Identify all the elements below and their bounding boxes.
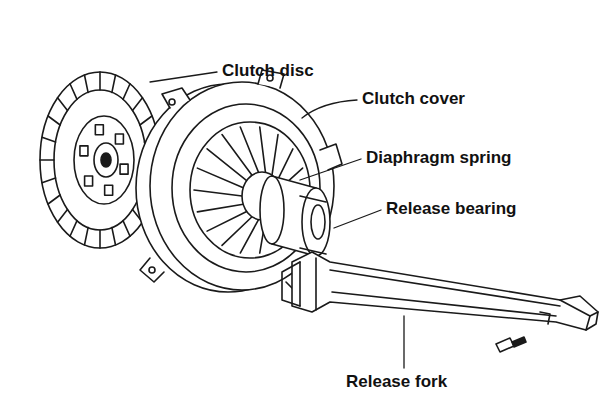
damper-window <box>105 185 113 195</box>
spring-finger-slot <box>222 135 252 176</box>
friction-segment <box>84 228 88 245</box>
friction-segment <box>133 98 143 111</box>
leader-line <box>150 72 217 82</box>
spring-finger-slot <box>207 149 247 181</box>
spring-finger-slot <box>277 149 293 181</box>
leader-line <box>403 316 404 368</box>
leader-lines <box>150 72 404 368</box>
part-name: Release fork <box>346 372 447 392</box>
friction-segment <box>58 209 68 222</box>
friction-segment <box>48 116 60 125</box>
friction-segment <box>112 228 116 245</box>
bolt-drawing <box>496 337 526 352</box>
leader-line <box>300 159 361 180</box>
part-name: Diaphragm spring <box>366 148 511 168</box>
friction-segment <box>42 137 56 142</box>
spring-finger-slot <box>240 127 258 172</box>
friction-segment <box>70 84 77 100</box>
spring-finger-slot <box>197 168 243 188</box>
damper-window <box>120 164 128 174</box>
friction-segment <box>99 230 101 248</box>
friction-segment <box>140 116 152 125</box>
part-name: Clutch disc <box>222 61 314 81</box>
spring-finger-slot <box>197 204 243 212</box>
part-name: Clutch cover <box>362 89 465 109</box>
friction-segment <box>99 72 101 90</box>
part-name: Release bearing <box>386 199 516 219</box>
friction-segment <box>84 75 88 92</box>
release-fork-drawing <box>282 252 598 330</box>
spring-finger-slot <box>260 127 266 172</box>
spring-finger-slot <box>194 190 242 196</box>
spring-finger-slot <box>272 135 278 176</box>
friction-segment <box>42 178 56 183</box>
damper-window <box>85 176 93 186</box>
leader-line <box>302 100 357 118</box>
friction-segment <box>58 98 68 111</box>
spring-finger-slot <box>207 211 247 231</box>
friction-segment <box>123 84 130 100</box>
friction-segment <box>70 221 77 237</box>
leader-line <box>334 210 381 228</box>
friction-segment <box>123 221 130 237</box>
release-bearing-drawing <box>260 176 330 256</box>
friction-segment <box>40 159 54 161</box>
damper-window <box>95 125 103 135</box>
damper-window <box>115 134 123 144</box>
friction-segment <box>112 75 116 92</box>
friction-segment <box>48 195 60 204</box>
damper-window <box>80 146 88 156</box>
